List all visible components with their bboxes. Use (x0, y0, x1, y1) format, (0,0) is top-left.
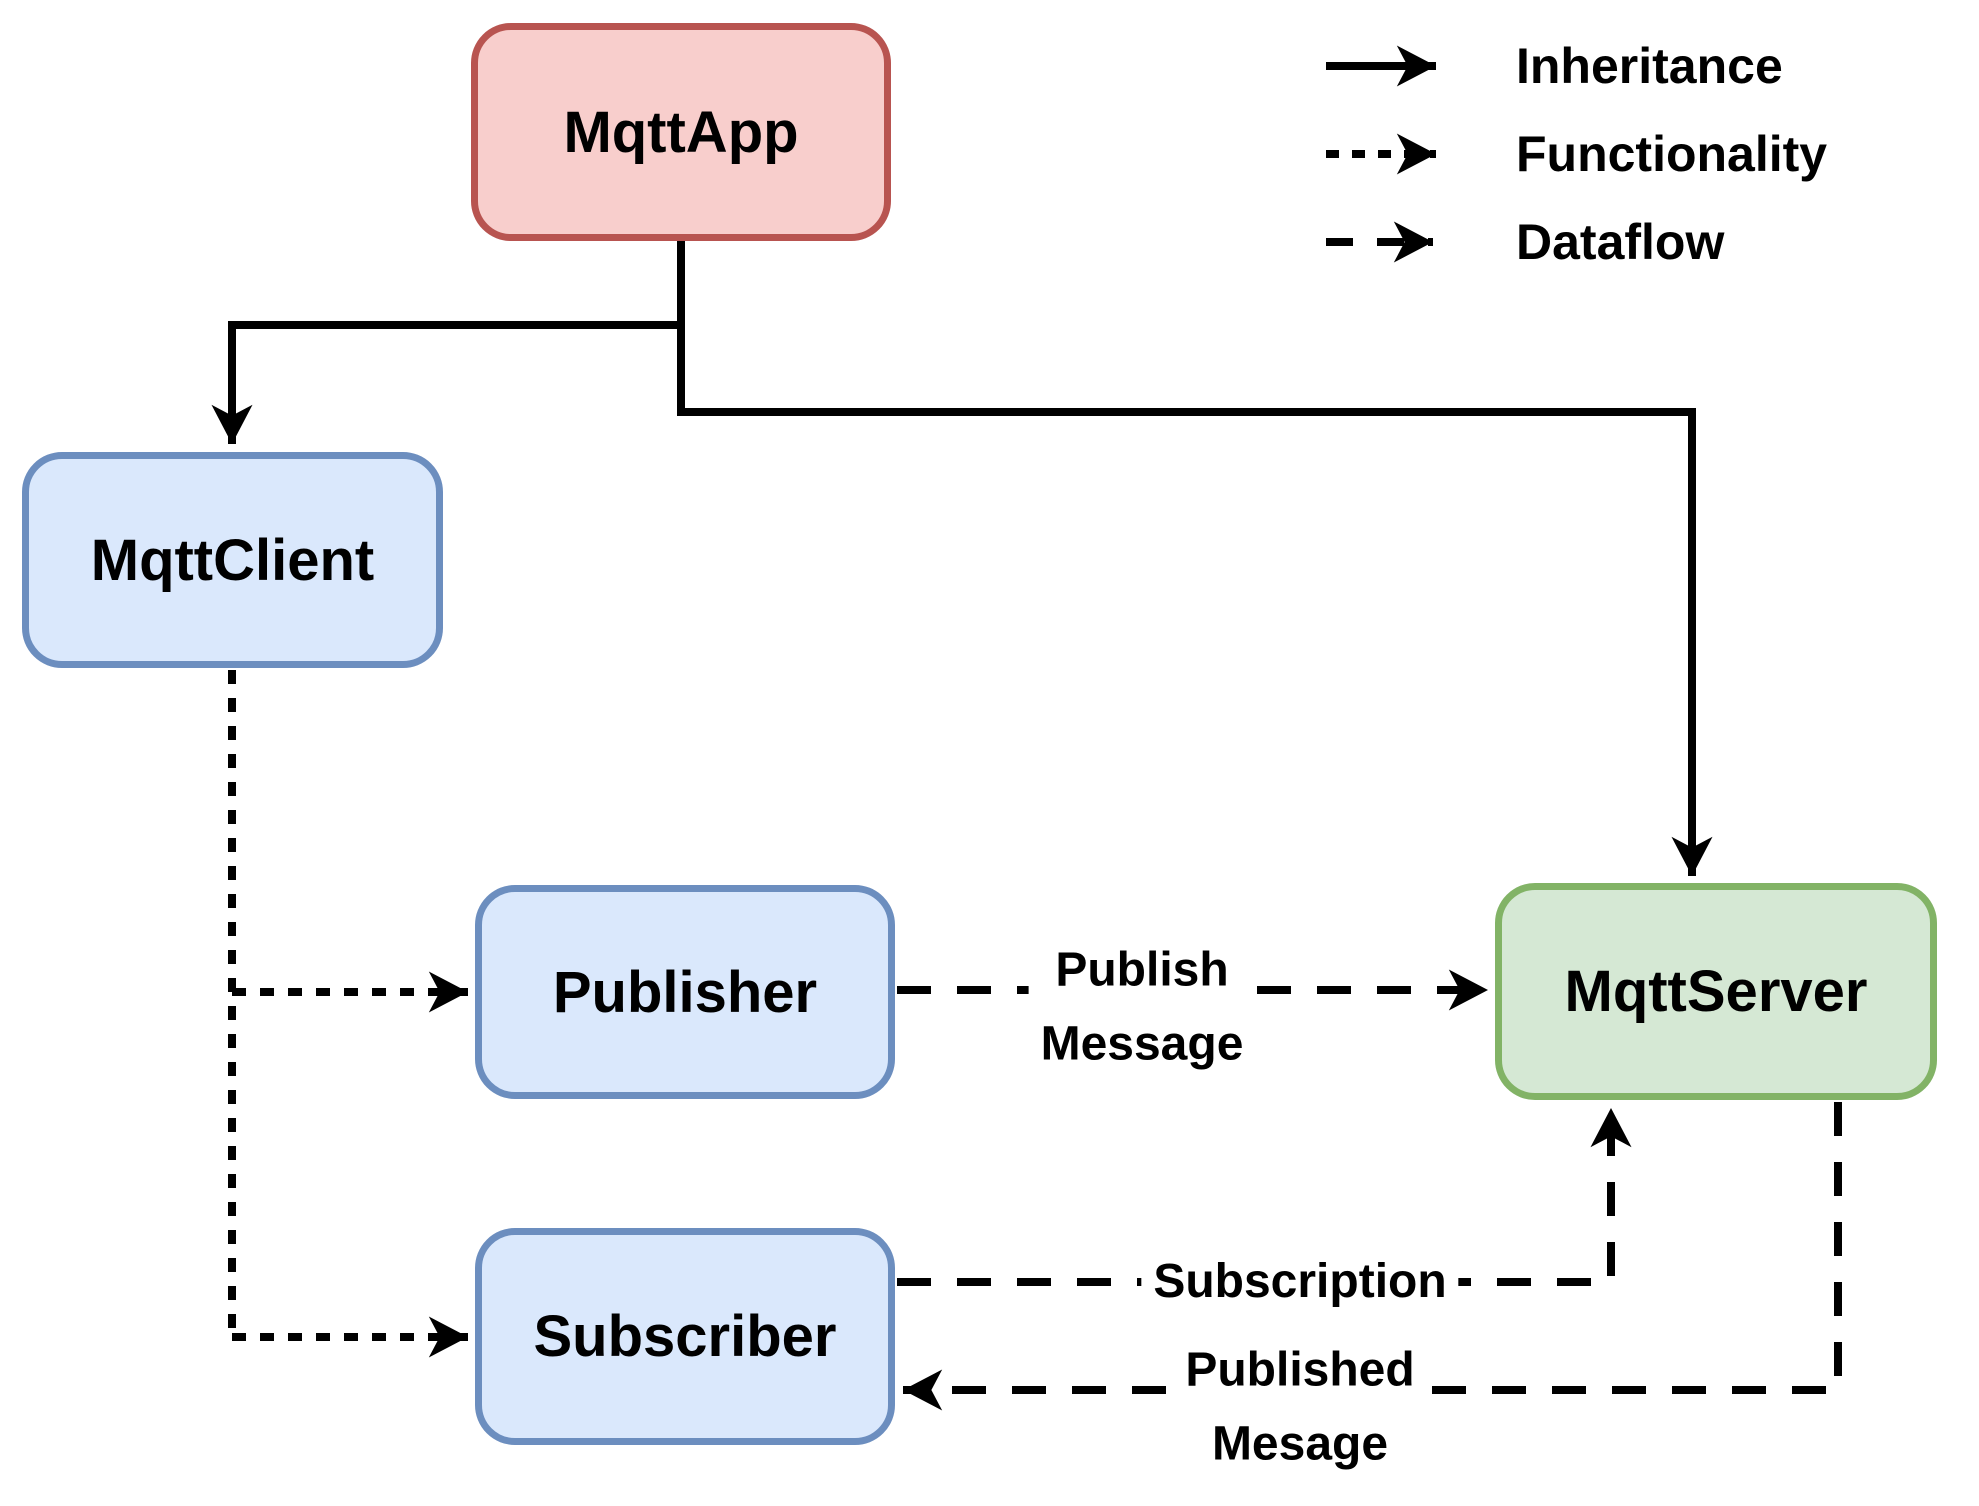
node-mqtt-server-label: MqttServer (1564, 959, 1868, 1024)
node-mqtt-server: MqttServer (1495, 883, 1937, 1100)
node-mqtt-client: MqttClient (22, 452, 443, 668)
legend-row-inheritance: Inheritance (1322, 22, 1827, 110)
legend-row-functionality: Functionality (1322, 110, 1827, 198)
legend-label-inheritance: Inheritance (1516, 38, 1783, 94)
dotted-arrow-icon (1326, 133, 1436, 175)
edge-label-publish-message: Publish Message (1028, 933, 1256, 1083)
legend-label-functionality: Functionality (1516, 126, 1828, 182)
dashed-arrow-icon (1326, 221, 1433, 263)
edge-label-published-mesage: Published Mesage (1173, 1333, 1427, 1483)
inheritance-arrow-mqttapp-to-mqttserver (677, 325, 1713, 876)
legend: Inheritance Functionality Dataflow (1322, 22, 1827, 286)
solid-arrow-icon (1326, 45, 1436, 87)
node-mqtt-app: MqttApp (471, 23, 891, 241)
node-publisher: Publisher (475, 885, 895, 1099)
node-subscriber: Subscriber (475, 1228, 895, 1445)
legend-label-dataflow: Dataflow (1516, 214, 1725, 270)
edge-label-subscription: Subscription (1141, 1244, 1459, 1320)
inheritance-arrow-mqttapp-to-mqttclient (211, 240, 685, 444)
node-mqtt-app-label: MqttApp (563, 99, 799, 165)
node-mqtt-client-label: MqttClient (90, 527, 375, 593)
node-subscriber-label: Subscriber (533, 1304, 837, 1369)
node-publisher-label: Publisher (552, 959, 818, 1025)
legend-row-dataflow: Dataflow (1322, 198, 1827, 286)
